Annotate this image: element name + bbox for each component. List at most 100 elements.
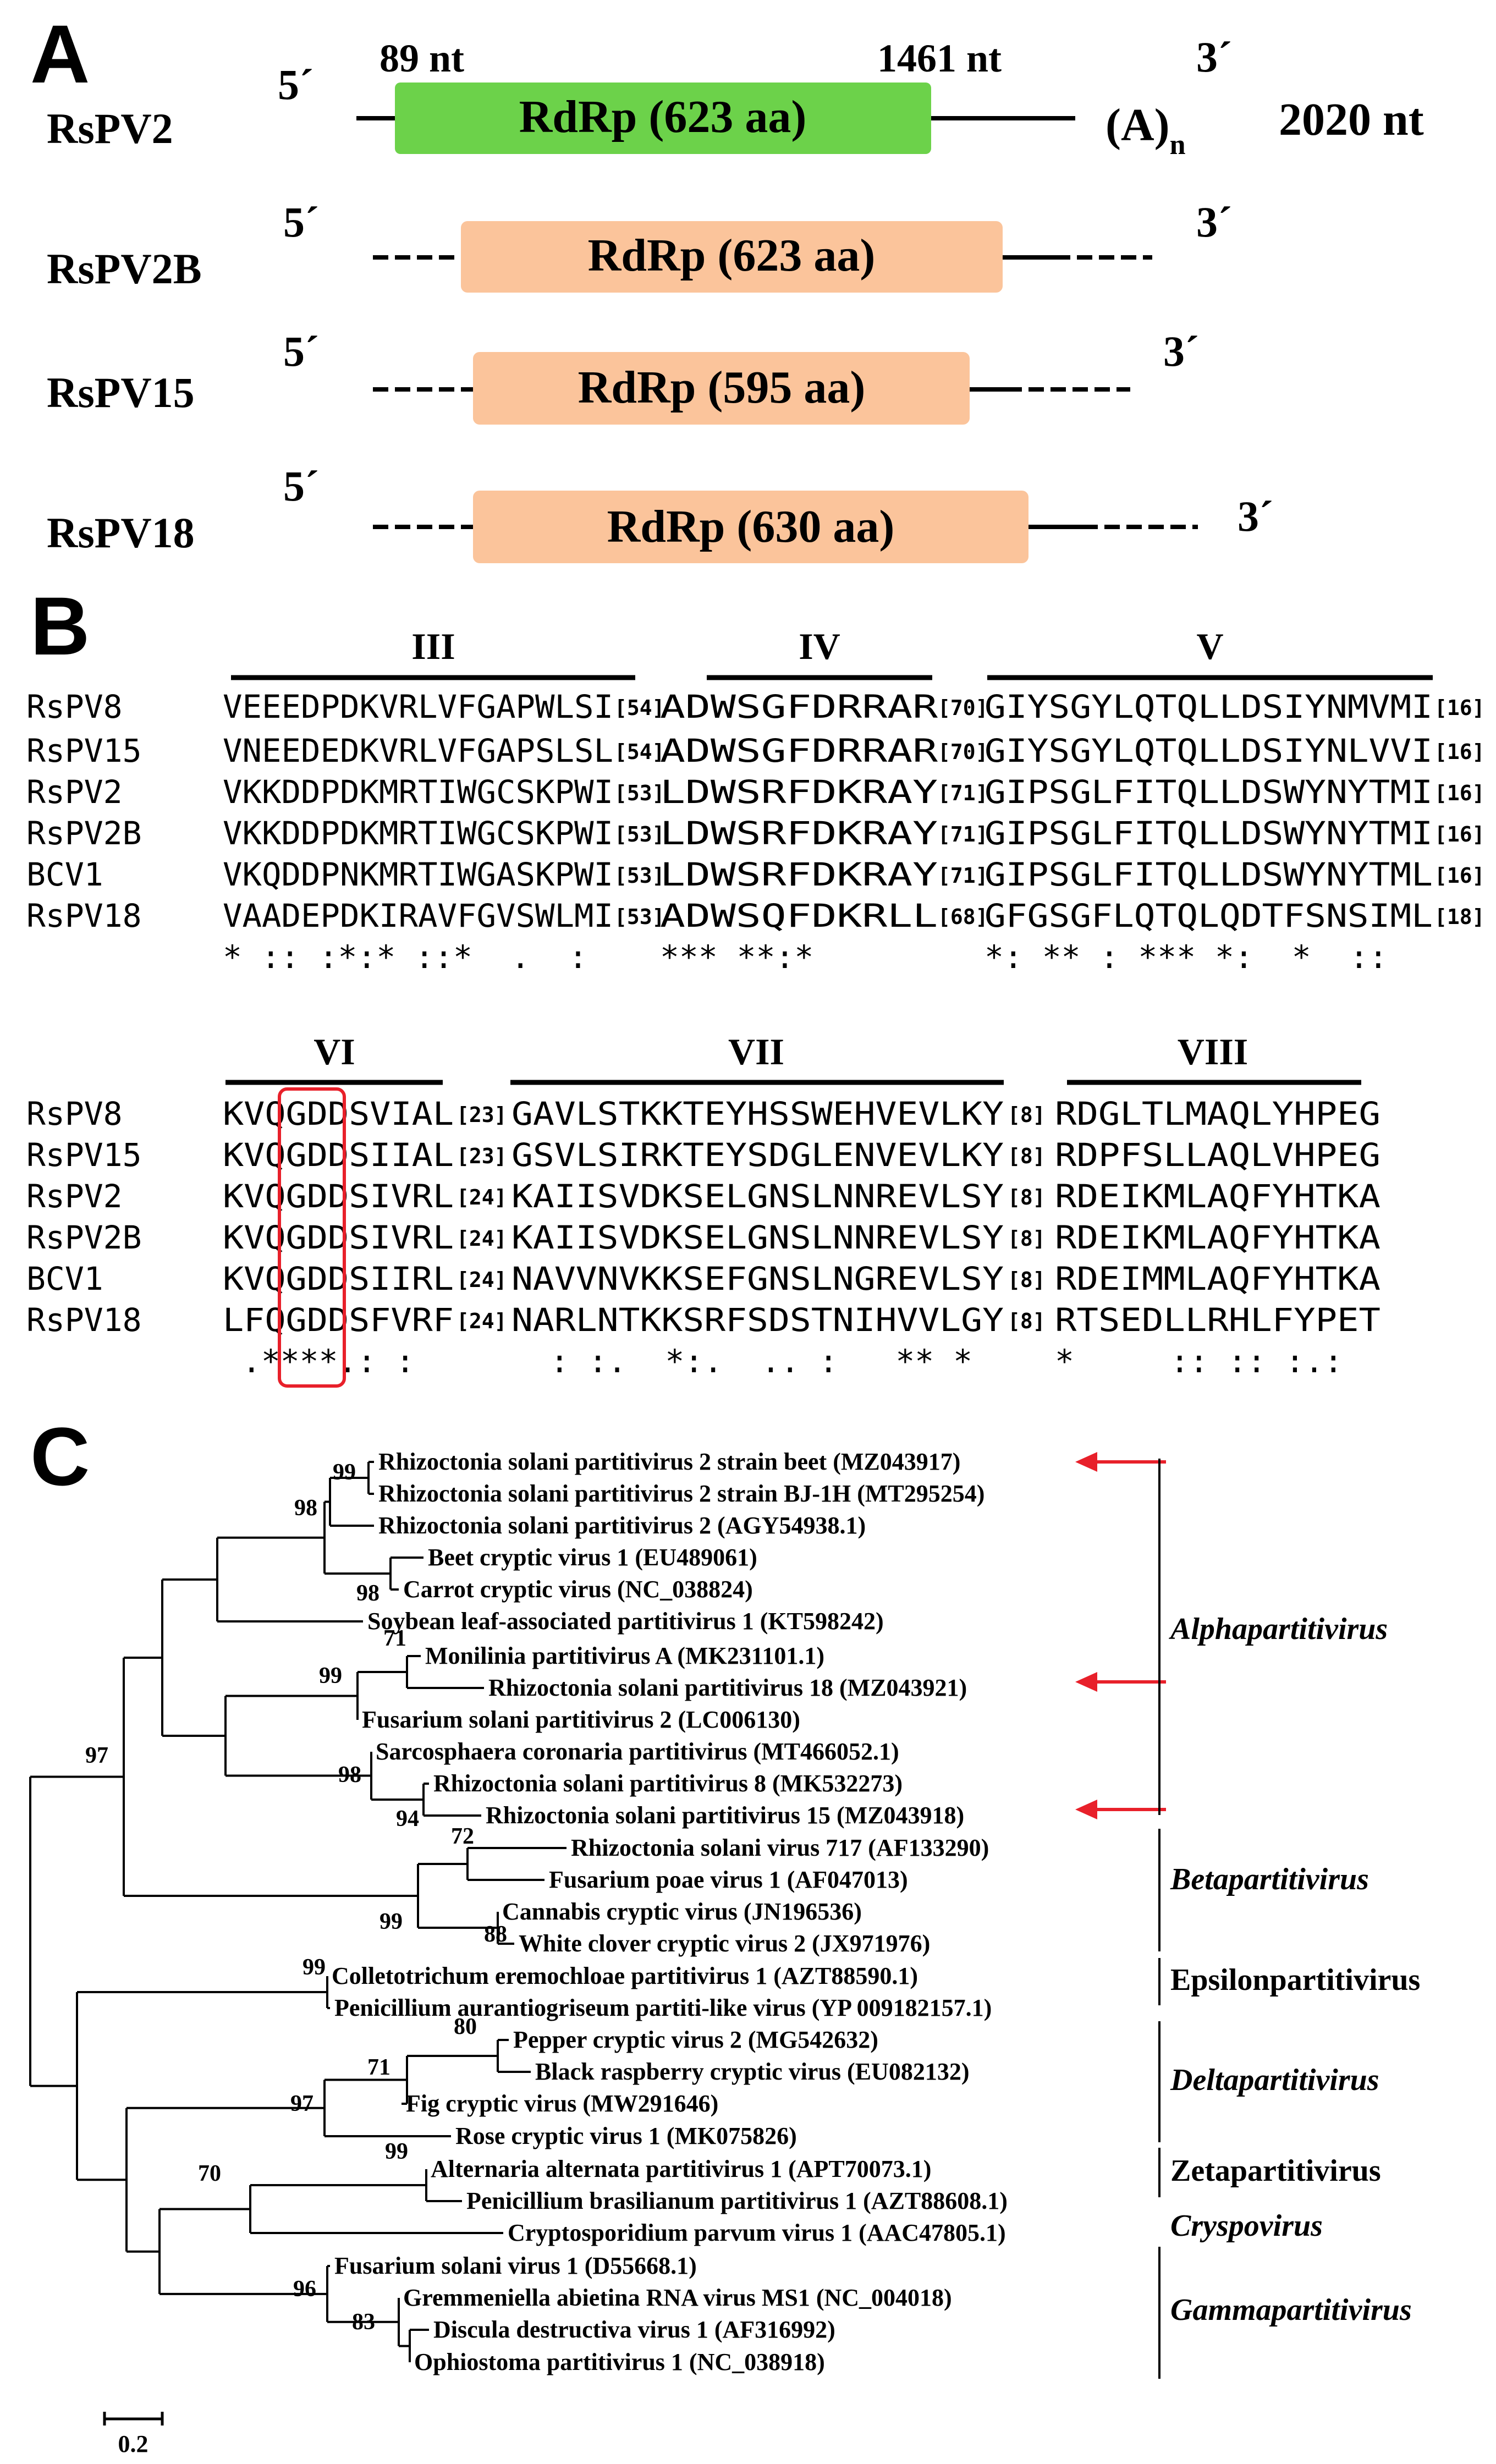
sequence-segment: GIPSGLFITQLLDSWYNYTMI — [985, 815, 1433, 852]
bootstrap-value: 97 — [290, 2091, 314, 2116]
polya-tail-label: (A)n — [1106, 100, 1186, 161]
panel-c-label: C — [30, 1410, 90, 1503]
sequence-name: BCV1 — [26, 1260, 103, 1297]
alignment-row: BCV1 KVQGDDSIIRL [24] NAVVNVKKSEFGNSLNGR… — [26, 1260, 1380, 1297]
genome-row-rspv2: RsPV2 5´ 89 nt 1461 nt 3´ RdRp (623 aa) … — [47, 33, 1424, 161]
motif-label: VI — [314, 1031, 355, 1072]
taxon-label: Fig cryptic virus (MW291646) — [406, 2090, 718, 2117]
alignment-row: BCV1 VKQDDPNKMRTIWGASKPWI [53] LDWSRFDKR… — [26, 856, 1485, 893]
taxon-label: Fusarium solani partitivirus 2 (LC006130… — [362, 1706, 800, 1733]
rdrp-orf-box — [473, 352, 970, 425]
sequence-segment: VEEEDPDKVRLVFGAPWLSI — [223, 688, 613, 725]
bootstrap-value: 99 — [302, 1955, 326, 1980]
alignment-row: RsPV18 LFQGDDSFVRF [24] NARLNTKKSRFSDSTN… — [26, 1301, 1380, 1339]
sequence-name: RsPV18 — [26, 1301, 142, 1339]
taxon-label: White clover cryptic virus 2 (JX971976) — [519, 1930, 930, 1957]
gap-length: [68] — [938, 905, 988, 929]
alignment-row: RsPV18 VAADEPDKIRAVFGVSWLMI [53] ADWSQFD… — [26, 897, 1485, 934]
gap-length: [53] — [614, 781, 665, 805]
genus-label: Alphapartitivirus — [1169, 1612, 1388, 1646]
panel-b: B III IV V RsPV8 VEEEDPDKVRLVFGAPWLSI [5… — [26, 580, 1485, 1388]
gap-length: [23] — [457, 1144, 507, 1168]
taxon-label: Rhizoctonia solani partitivirus 2 (AGY54… — [378, 1512, 866, 1539]
sequence-segment: RDGLTLMAQLYHPEG — [1055, 1095, 1380, 1132]
gap-length: [16] — [1434, 822, 1485, 846]
motif-label: V — [1196, 625, 1223, 667]
sequence-name: RsPV2B — [26, 1219, 142, 1256]
genus-label: Deltapartitivirus — [1170, 2063, 1379, 2097]
sequence-name: RsPV15 — [26, 732, 142, 769]
gap-length: [71] — [938, 781, 988, 805]
alignment-row: RsPV2 KVQGDDSIVRL [24] KAIISVDKSELGNSLNN… — [26, 1178, 1380, 1215]
sequence-segment: VKKDDPDKMRTIWGCSKPWI — [223, 773, 613, 811]
gap-length: [16] — [1434, 781, 1485, 805]
gap-length: [8] — [1008, 1226, 1046, 1251]
bootstrap-value: 88 — [484, 1922, 507, 1947]
virus-name: RsPV2 — [47, 105, 173, 152]
sequence-segment: ADWSGFDRRAR — [660, 688, 938, 725]
taxon-label: Alternaria alternata partitivirus 1 (APT… — [431, 2155, 931, 2182]
gap-length: [70] — [938, 740, 988, 764]
alignment-block2: RsPV8 KVQGDDSVIAL [23] GAVLSTKKTEYHSSWEH… — [26, 1087, 1380, 1388]
taxon-label: Rhizoctonia solani partitivirus 18 (MZ04… — [488, 1674, 967, 1701]
bootstrap-value: 99 — [380, 1909, 403, 1934]
three-prime-label: 3´ — [1163, 327, 1199, 375]
sequence-segment: KVQGDDSIIRL — [223, 1260, 454, 1297]
three-prime-label: 3´ — [1238, 492, 1273, 540]
gap-length: [24] — [457, 1309, 507, 1333]
sequence-segment: LDWSRFDKRAY — [660, 773, 938, 811]
bootstrap-value: 80 — [454, 2014, 477, 2039]
bootstrap-value: 96 — [293, 2276, 316, 2302]
bootstrap-value: 98 — [338, 1762, 361, 1788]
bootstrap-value: 72 — [451, 1824, 474, 1849]
taxon-label: Pepper cryptic virus 2 (MG542632) — [513, 2026, 878, 2053]
taxon-label: Fusarium poae virus 1 (AF047013) — [549, 1866, 908, 1893]
sequence-segment: GIPSGLFITQLLDSWYNYTMI — [985, 773, 1433, 811]
sequence-segment: VKQDDPNKMRTIWGASKPWI — [223, 856, 613, 893]
sequence-segment: KAIISVDKSELGNSLNNREVLSY — [512, 1219, 1004, 1256]
bootstrap-value: 71 — [367, 2055, 391, 2080]
genus-label: Zetapartitivirus — [1170, 2154, 1381, 2188]
gap-length: [16] — [1434, 864, 1485, 888]
rdrp-orf-box — [473, 491, 1028, 563]
genome-row-rspv2b: RsPV2B 5´ 3´ RdRp (623 aa) — [47, 198, 1232, 293]
genus-labels: Alphapartitivirus Betapartitivirus Epsil… — [1169, 1612, 1420, 2327]
red-arrow-icon — [1075, 1800, 1166, 1819]
sequence-segment: LFQGDDSFVRF — [223, 1301, 454, 1339]
sequence-segment: GAVLSTKKTEYHSSWEHVEVLKY — [512, 1095, 1004, 1132]
sequence-name: RsPV18 — [26, 897, 142, 934]
bootstrap-value: 99 — [385, 2139, 408, 2164]
gap-length: [16] — [1434, 696, 1485, 720]
taxon-label: Penicillium aurantiogriseum partiti-like… — [334, 1994, 992, 2021]
panel-a-label: A — [30, 8, 90, 100]
alignment-row: RsPV2 VKKDDPDKMRTIWGCSKPWI [53] LDWSRFDK… — [26, 773, 1485, 811]
gap-length: [53] — [614, 822, 665, 846]
five-prime-label: 5´ — [283, 462, 319, 510]
consensus-segment: * :: :*:* ::* . : — [223, 938, 587, 976]
taxon-label: Cryptosporidium parvum virus 1 (AAC47805… — [508, 2219, 1006, 2246]
gap-length: [53] — [614, 905, 665, 929]
gap-length: [24] — [457, 1268, 507, 1292]
sequence-segment: ADWSGFDRRAR — [660, 732, 938, 769]
end-position-label: 1461 nt — [877, 36, 1002, 80]
gap-length: [71] — [938, 822, 988, 846]
taxon-label: Colletotrichum eremochloae partitivirus … — [332, 1962, 918, 1989]
taxon-label: Black raspberry cryptic virus (EU082132) — [535, 2058, 969, 2085]
bootstrap-value: 98 — [356, 1581, 380, 1606]
gap-length: [8] — [1008, 1185, 1046, 1209]
genus-label: Betapartitivirus — [1170, 1862, 1369, 1896]
taxon-label: Rhizoctonia solani partitivirus 15 (MZ04… — [486, 1802, 964, 1829]
sequence-segment: RDEIMMLAQFYHTKA — [1055, 1260, 1380, 1297]
sequence-segment: RDEIKMLAQFYHTKA — [1055, 1178, 1380, 1215]
tree-branches — [29, 1461, 566, 2362]
gap-length: [71] — [938, 864, 988, 888]
bootstrap-value: 83 — [352, 2309, 375, 2335]
gap-length: [23] — [457, 1103, 507, 1127]
orf-label: RdRp (595 aa) — [578, 362, 866, 413]
alignment-row: RsPV2B KVQGDDSIVRL [24] KAIISVDKSELGNSLN… — [26, 1219, 1380, 1256]
consensus-row: * :: :*:* ::* . : *** **:* *: ** : *** *… — [223, 938, 1388, 976]
sequence-segment: NARLNTKKSRFSDSTNIHVVLGY — [512, 1301, 1004, 1339]
